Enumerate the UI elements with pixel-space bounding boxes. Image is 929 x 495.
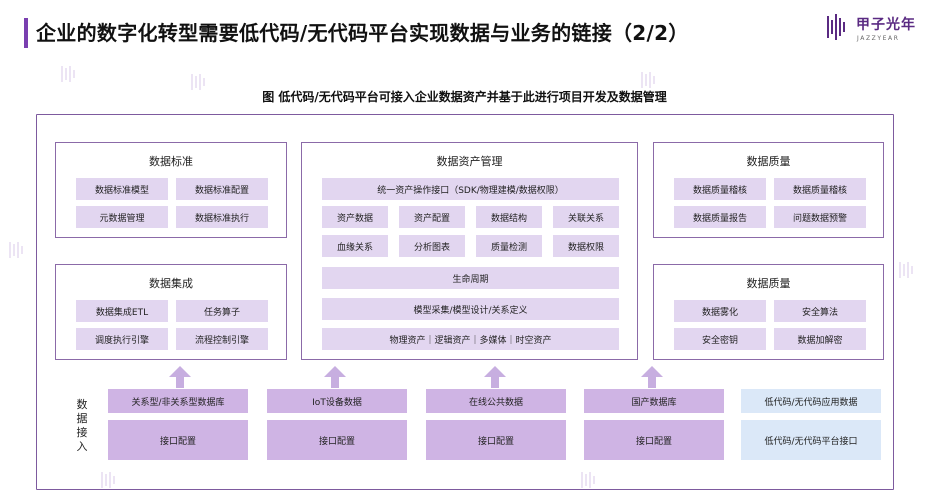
chip: 数据集成ETL [76, 300, 168, 322]
chip: 血缘关系 [322, 235, 388, 257]
chip: 数据权限 [553, 235, 619, 257]
up-arrow-icon [324, 366, 346, 388]
title-accent-bar [24, 18, 28, 48]
panel-asset-management: 数据资产管理 统一资产操作接口（SDK/物理建模/数据权限） 资产数据 资产配置… [301, 142, 638, 360]
logo-name-cn: 甲子光年 [856, 17, 916, 33]
source-interface: 接口配置 [426, 420, 566, 460]
source-interface: 接口配置 [108, 420, 248, 460]
chip: 数据结构 [476, 206, 542, 228]
panel-title: 数据集成 [149, 277, 193, 290]
chip: 质量检测 [476, 235, 542, 257]
ingest-label-char: 据 [76, 412, 88, 425]
chip: 任务算子 [176, 300, 268, 322]
chip: 关联关系 [553, 206, 619, 228]
chip: 数据质量报告 [674, 206, 766, 228]
source-interface: 接口配置 [267, 420, 407, 460]
source-name: 在线公共数据 [426, 389, 566, 413]
diagram-frame [36, 114, 894, 490]
chip: 数据质量稽核 [774, 178, 866, 200]
source-name: 低代码/无代码应用数据 [741, 389, 881, 413]
panel-title: 数据质量 [746, 277, 791, 290]
chip: 数据质量稽核 [674, 178, 766, 200]
chip: 安全密钥 [674, 328, 766, 350]
ingest-label-char: 数 [76, 398, 88, 411]
source-name: 关系型/非关系型数据库 [108, 389, 248, 413]
source-interface: 接口配置 [584, 420, 724, 460]
source-interface: 低代码/无代码平台接口 [741, 420, 881, 460]
logo-mark-icon [827, 14, 845, 40]
brand-logo: 甲子光年 JAZZYEAR [826, 8, 922, 54]
chip: 调度执行引擎 [76, 328, 168, 350]
up-arrow-icon [641, 366, 663, 388]
panel-data-standard: 数据标准 数据标准模型 数据标准配置 元数据管理 数据标准执行 [55, 142, 287, 238]
chip: 数据标准模型 [76, 178, 168, 200]
chip: 数据雾化 [674, 300, 766, 322]
chip: 流程控制引擎 [176, 328, 268, 350]
lifecycle-chip: 生命周期 [322, 267, 619, 289]
chip: 安全算法 [774, 300, 866, 322]
up-arrow-icon [484, 366, 506, 388]
watermark-logo-icon [101, 472, 115, 488]
watermark-logo-icon [191, 74, 205, 90]
panel-title: 数据质量 [746, 155, 791, 168]
chip: 资产配置 [399, 206, 465, 228]
figure-caption: 图 低代码/无代码平台可接入企业数据资产并基于此进行项目开发及数据管理 [262, 90, 667, 104]
source-name: IoT设备数据 [267, 389, 407, 413]
chip: 分析图表 [399, 235, 465, 257]
chip: 元数据管理 [76, 206, 168, 228]
chip: 数据标准配置 [176, 178, 268, 200]
up-arrow-icon [169, 366, 191, 388]
panel-data-quality: 数据质量 数据质量稽核 数据质量稽核 数据质量报告 问题数据预警 [653, 142, 884, 238]
modeling-chip: 模型采集/模型设计/关系定义 [322, 298, 619, 320]
chip: 数据加解密 [774, 328, 866, 350]
logo-name-en: JAZZYEAR [857, 35, 900, 42]
source-name: 国产数据库 [584, 389, 724, 413]
chip: 数据标准执行 [176, 206, 268, 228]
chip: 问题数据预警 [774, 206, 866, 228]
watermark-logo-icon [9, 242, 23, 258]
page-title: 企业的数字化转型需要低代码/无代码平台实现数据与业务的链接（2/2） [36, 21, 689, 45]
unified-interface-chip: 统一资产操作接口（SDK/物理建模/数据权限） [322, 178, 619, 200]
asset-types-chip: 物理资产｜逻辑资产｜多媒体｜时空资产 [322, 328, 619, 350]
ingest-label-char: 入 [76, 440, 88, 453]
data-ingest-label: 数 据 接 入 [74, 398, 90, 454]
watermark-logo-icon [641, 72, 655, 88]
panel-title: 数据标准 [149, 155, 193, 168]
panel-data-security: 数据质量 数据雾化 安全算法 安全密钥 数据加解密 [653, 264, 884, 360]
ingest-label-char: 接 [76, 426, 88, 439]
panel-data-integration: 数据集成 数据集成ETL 任务算子 调度执行引擎 流程控制引擎 [55, 264, 287, 360]
watermark-logo-icon [61, 66, 75, 82]
chip: 资产数据 [322, 206, 388, 228]
watermark-logo-icon [899, 262, 913, 278]
watermark-logo-icon [581, 472, 595, 488]
panel-title: 数据资产管理 [436, 155, 503, 168]
